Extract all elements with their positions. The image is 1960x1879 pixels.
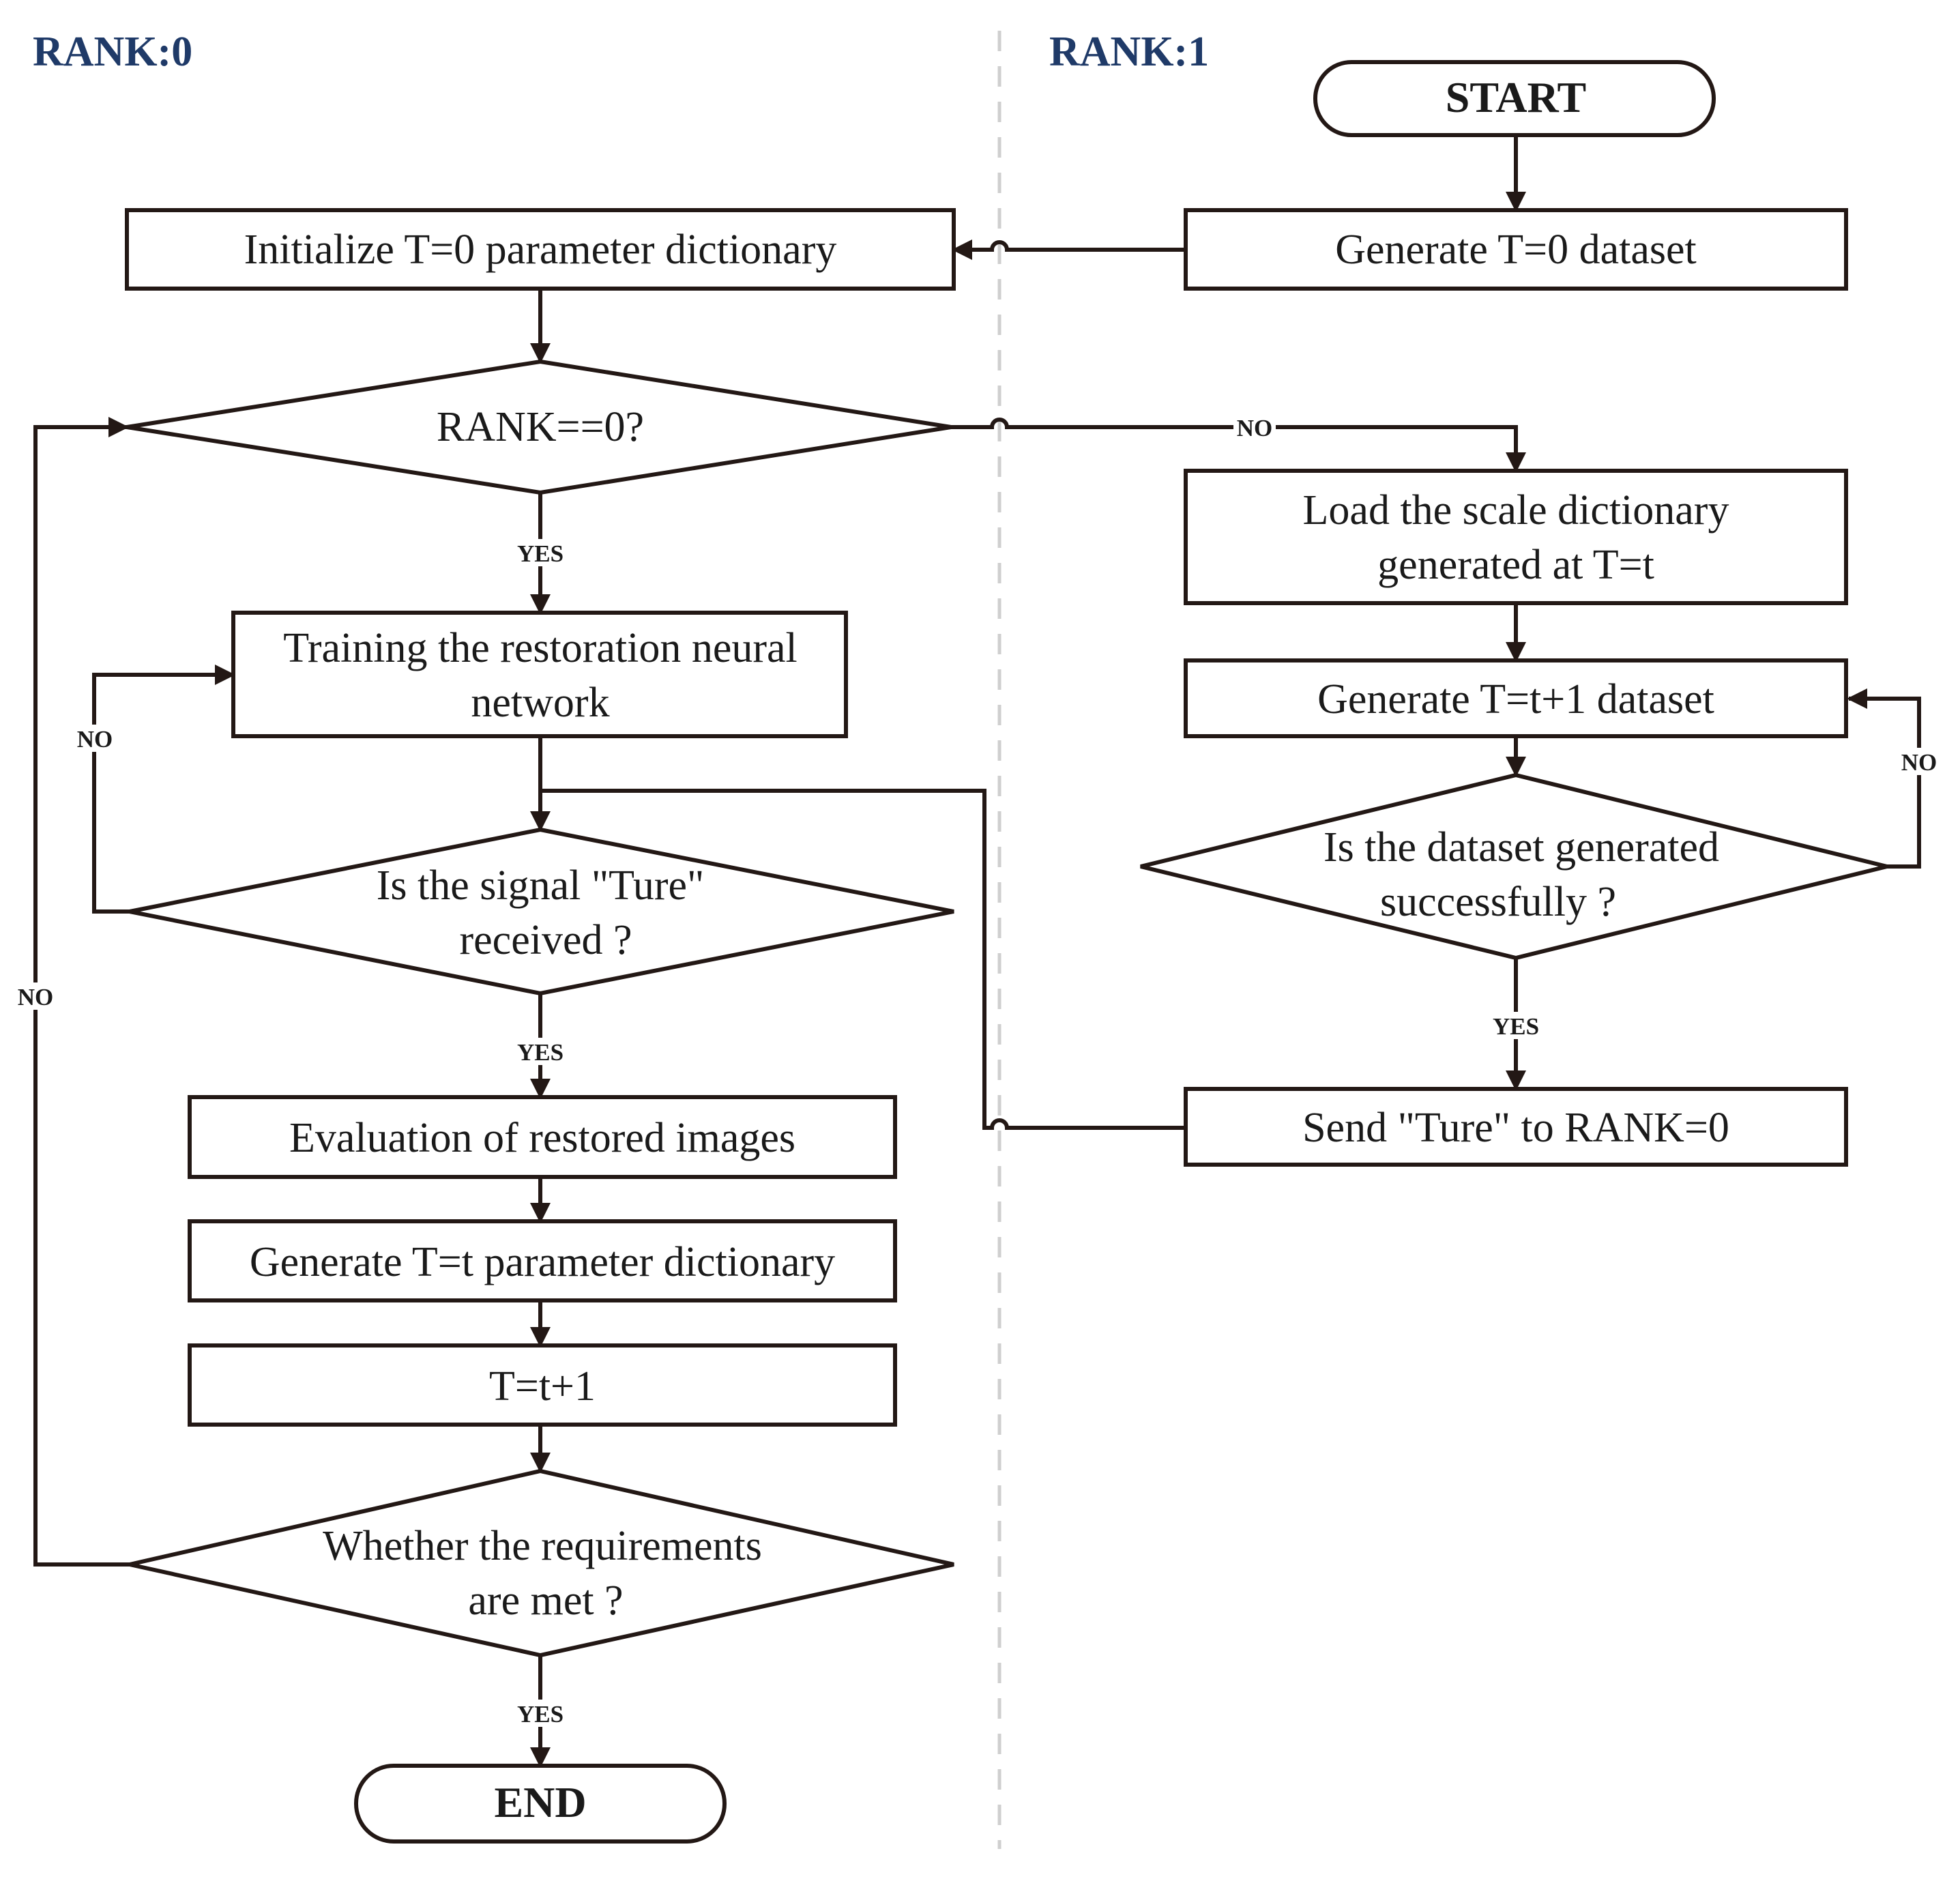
label-rank-yes: YES xyxy=(517,540,564,567)
node-training: Training the restoration neural network xyxy=(231,611,848,738)
decision-requirements-met: Whether the requirements are met ? xyxy=(129,1468,954,1658)
node-increment: T=t+1 xyxy=(188,1343,897,1427)
dataset-decision-line1: Is the dataset generated xyxy=(1323,824,1719,871)
training-line1: Training the restoration neural xyxy=(283,625,798,671)
label-signal-yes: YES xyxy=(517,1039,564,1066)
connectors xyxy=(33,135,1921,1768)
requirements-decision-line1: Whether the requirements xyxy=(323,1523,762,1569)
node-evaluation: Evaluation of restored images xyxy=(188,1095,897,1179)
generate-t-dictionary-label: Generate T=t parameter dictionary xyxy=(250,1239,835,1285)
send-true-label: Send "Ture" to RANK=0 xyxy=(1302,1105,1729,1151)
decision-rank: RANK==0? xyxy=(126,359,952,495)
dataset-decision-line2: successfully ? xyxy=(1380,879,1616,925)
generate-t0-dataset-label: Generate T=0 dataset xyxy=(1335,227,1697,273)
load-scale-dictionary-line1: Load the scale dictionary xyxy=(1303,487,1729,534)
end-label: END xyxy=(494,1778,586,1826)
edge-generate-to-init xyxy=(952,239,1186,260)
node-start: START xyxy=(1313,60,1716,137)
label-dataset-yes: YES xyxy=(1493,1013,1539,1040)
signal-decision-line2: received ? xyxy=(460,917,632,963)
start-label: START xyxy=(1446,73,1586,121)
rank-decision-label: RANK==0? xyxy=(437,404,644,450)
label-requirements-no: NO xyxy=(18,984,54,1010)
lane-title-rank1: RANK:1 xyxy=(1049,29,1209,75)
label-dataset-no: NO xyxy=(1901,749,1937,776)
evaluation-label: Evaluation of restored images xyxy=(289,1115,795,1161)
decision-dataset-generated: Is the dataset generated successfully ? xyxy=(1140,772,1888,961)
edge-signal-no xyxy=(92,665,235,914)
lane-title-rank0: RANK:0 xyxy=(33,29,192,75)
node-generate-t-dictionary: Generate T=t parameter dictionary xyxy=(188,1219,897,1302)
decision-signal-received: Is the signal "Ture" received ? xyxy=(129,827,954,996)
label-signal-no: NO xyxy=(77,726,113,753)
edge-labels: NO YES NO YES NO YES NO YES xyxy=(14,413,1940,1728)
edge-dataset-no xyxy=(1847,688,1921,869)
increment-label: T=t+1 xyxy=(489,1363,596,1410)
node-generate-t0-dataset: Generate T=0 dataset xyxy=(1184,208,1848,291)
requirements-decision-line2: are met ? xyxy=(468,1577,623,1624)
generate-t1-dataset-label: Generate T=t+1 dataset xyxy=(1317,676,1714,723)
training-line2: network xyxy=(471,680,609,726)
edge-rank-no xyxy=(951,418,1526,473)
initialize-t0-dictionary-label: Initialize T=0 parameter dictionary xyxy=(244,227,837,273)
node-send-true: Send "Ture" to RANK=0 xyxy=(1184,1087,1848,1167)
signal-decision-line1: Is the signal "Ture" xyxy=(377,862,705,909)
node-load-scale-dictionary: Load the scale dictionary generated at T… xyxy=(1184,469,1848,605)
node-initialize-t0-dictionary: Initialize T=0 parameter dictionary xyxy=(125,208,956,291)
edge-send-to-signal xyxy=(540,789,1186,1130)
node-generate-t1-dataset: Generate T=t+1 dataset xyxy=(1184,658,1848,738)
node-end: END xyxy=(354,1764,727,1844)
label-requirements-yes: YES xyxy=(517,1701,564,1728)
label-rank-no: NO xyxy=(1237,415,1273,441)
load-scale-dictionary-line2: generated at T=t xyxy=(1377,542,1654,588)
